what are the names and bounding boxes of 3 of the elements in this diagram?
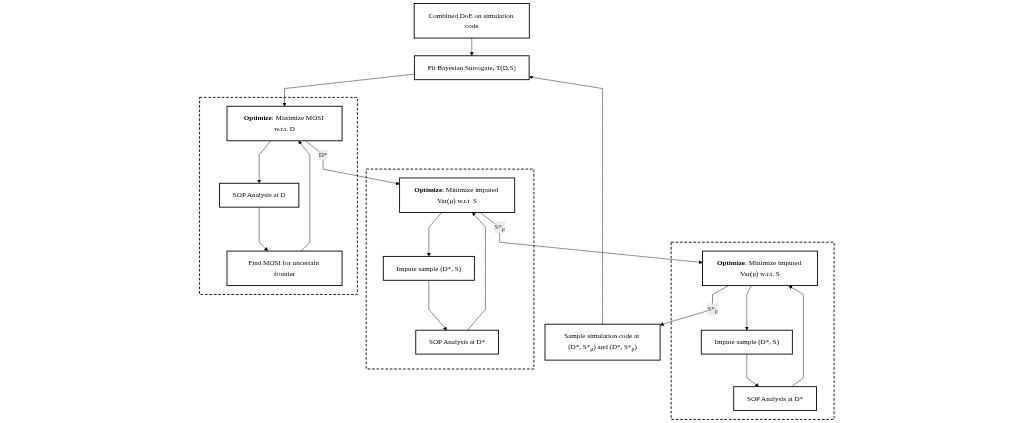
cluster bbox=[365, 168, 535, 370]
cluster bbox=[670, 241, 835, 420]
cluster bbox=[199, 96, 358, 295]
